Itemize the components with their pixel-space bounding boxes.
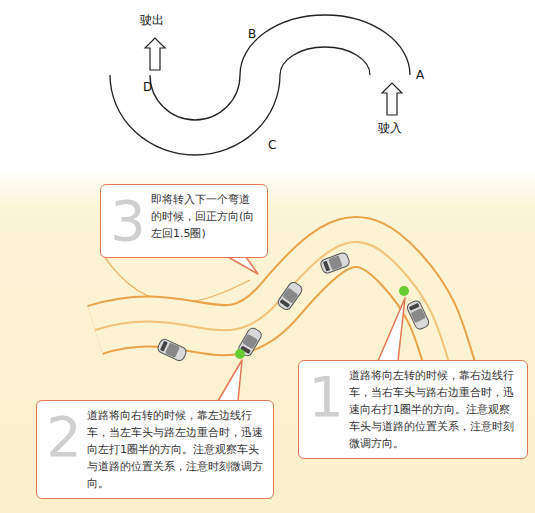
road-label: 驶出 — [140, 12, 164, 29]
callout-pointer — [378, 298, 405, 361]
callout-text: 道路将向右转的时候，靠左边线行车，当左车头与路左边重合时，迅速向左打1圈半的方向… — [87, 407, 265, 492]
callout-pointer — [218, 360, 242, 401]
callout-number: 2 — [41, 407, 87, 467]
callout-text: 道路将向左转的时候，靠右边线行车，当右车头与路右边重合时，迅速向右打1圈半的方向… — [349, 367, 519, 452]
road-label: C — [268, 138, 276, 152]
callout-number: 3 — [105, 191, 151, 251]
callout-box: 1道路将向左转的时候，靠右边线行车，当右车头与路右边重合时，迅速向右打1圈半的方… — [298, 360, 528, 459]
road-label: D — [143, 80, 152, 94]
callout-box: 3即将转入下一个弯道的时候，回正方向(向左回1.5圈) — [100, 184, 268, 258]
road-label: A — [416, 68, 424, 82]
road-label: B — [248, 27, 256, 41]
callout-pointer — [228, 257, 258, 274]
callout-text: 即将转入下一个弯道的时候，回正方向(向左回1.5圈) — [151, 191, 259, 242]
callout-number: 1 — [303, 367, 349, 427]
road-label: 驶入 — [378, 120, 402, 137]
callout-box: 2道路将向右转的时候，靠左边线行车，当左车头与路左边重合时，迅速向左打1圈半的方… — [36, 400, 274, 499]
